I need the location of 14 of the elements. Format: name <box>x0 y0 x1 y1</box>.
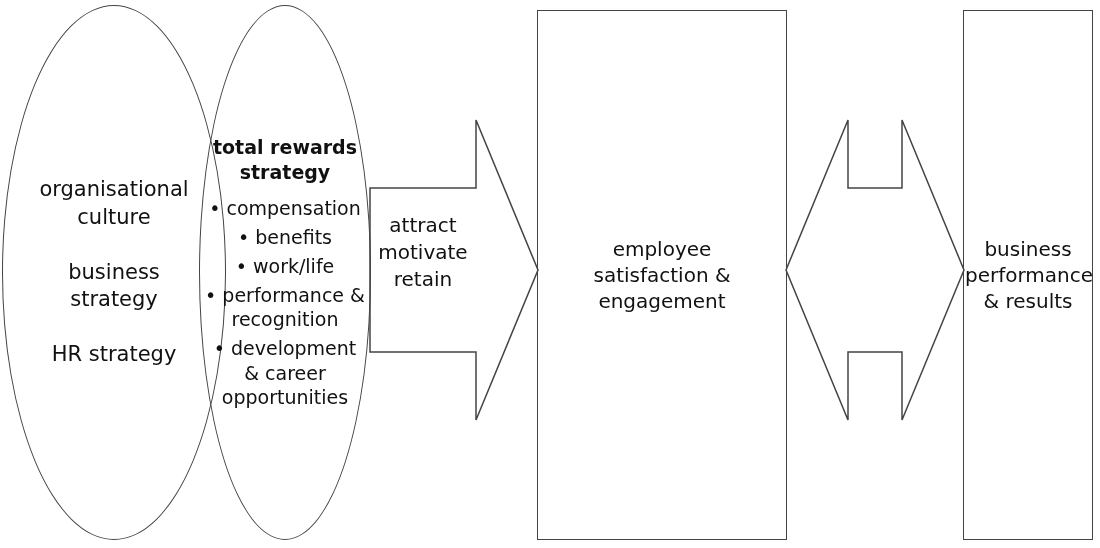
list-item: • development & career opportunities <box>212 335 358 410</box>
list-item: • performance & recognition <box>205 282 365 332</box>
process-box <box>963 10 1093 540</box>
node-label: organisational culture <box>38 176 190 231</box>
node-label: business performance & results <box>965 236 1091 314</box>
list-item: • compensation <box>208 196 362 222</box>
node-label: employee satisfaction & engagement <box>592 236 732 314</box>
node-label: business strategy <box>67 258 161 314</box>
heading: total rewards strategy <box>211 135 359 185</box>
process-box <box>537 10 787 540</box>
list-item: • work/life <box>234 253 336 279</box>
list-item: • benefits <box>236 225 333 250</box>
block-arrow <box>785 119 965 421</box>
node-label: HR strategy <box>50 341 178 369</box>
